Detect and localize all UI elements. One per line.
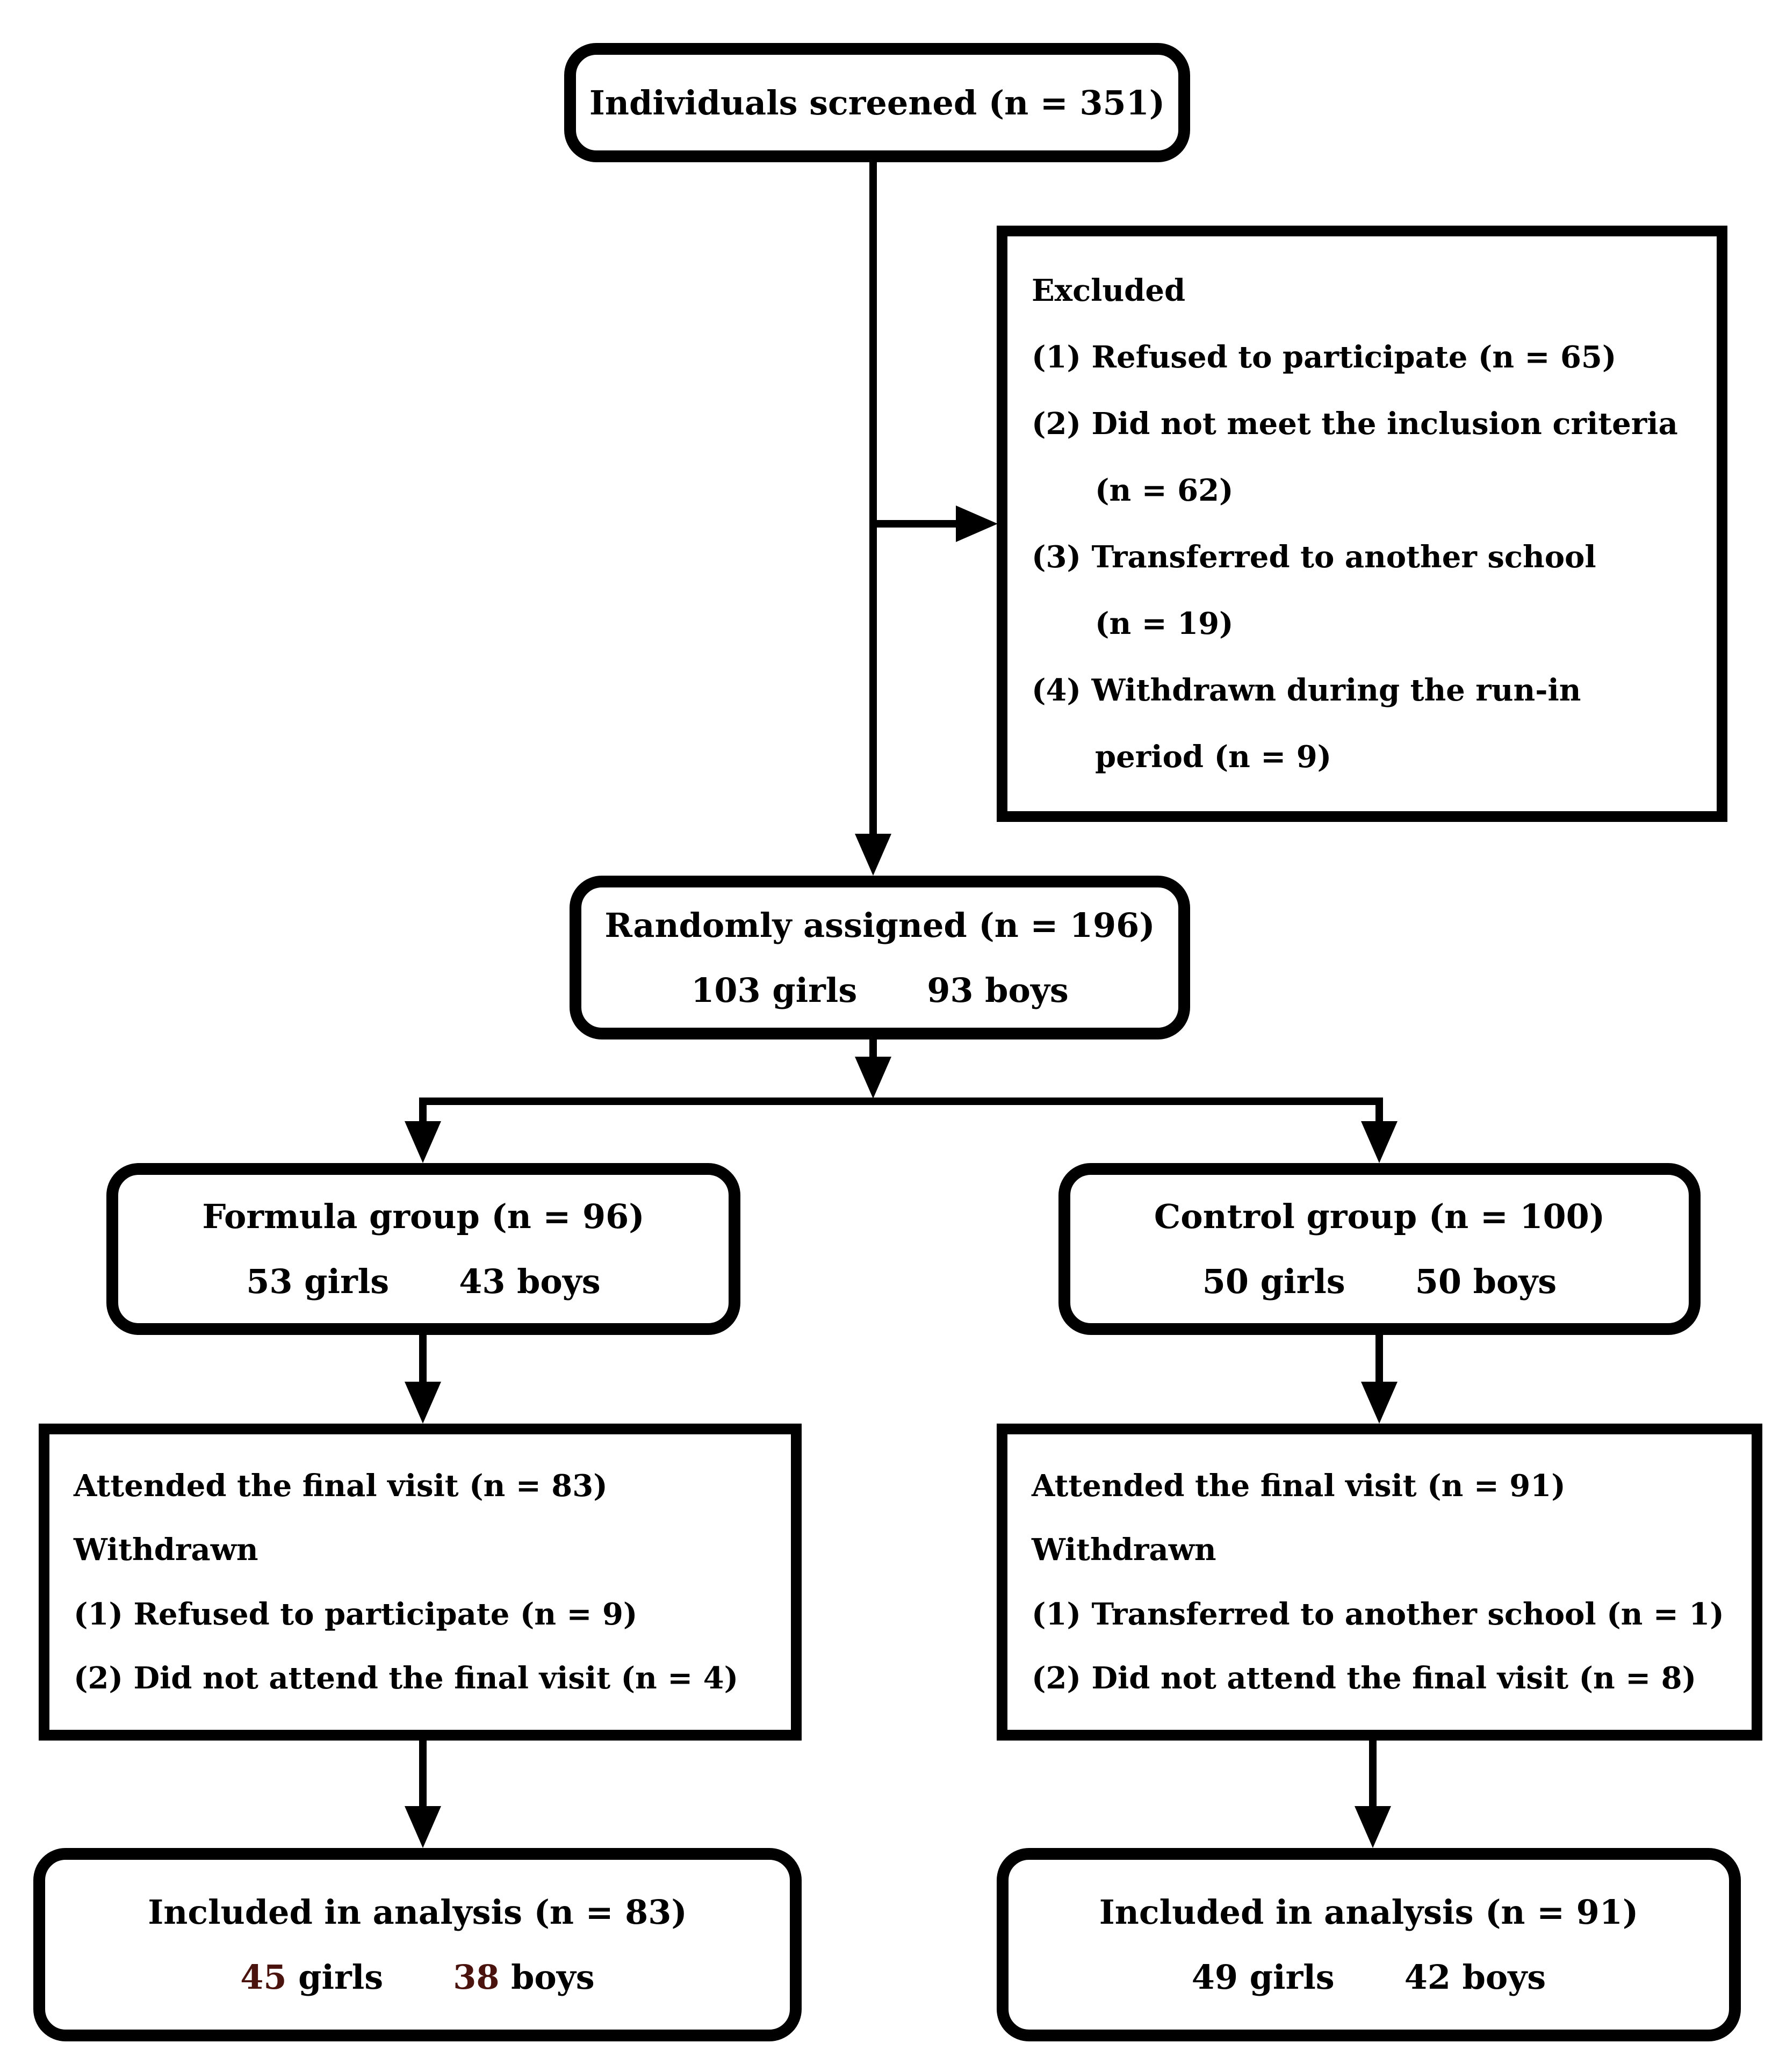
formula-group-label: Formula group (n = 96) [202, 1197, 645, 1236]
formula-analysis-box: Included in analysis (n = 83) 45 girls 3… [33, 1848, 802, 2041]
excluded-reason-3-count: (n = 19) [1095, 606, 1234, 641]
formula-withdrawn-reason-2: (2) Did not attend the final visit (n = … [74, 1660, 739, 1696]
control-withdrawn-reason-1: (1) Transferred to another school (n = 1… [1032, 1596, 1724, 1632]
formula-group-boys: 43 boys [459, 1262, 601, 1301]
control-group-counts: 50 girls 50 boys [1202, 1262, 1557, 1301]
randomized-boys: 93 boys [927, 970, 1069, 1010]
screened-box: Individuals screened (n = 351) [564, 43, 1190, 162]
formula-group-girls: 53 girls [246, 1262, 390, 1301]
formula-withdrawn-reason-1: (1) Refused to participate (n = 9) [74, 1596, 638, 1632]
split-bar [419, 1098, 1383, 1105]
arrowhead-to-excluded-icon [956, 506, 998, 542]
control-analysis-label: Included in analysis (n = 91) [1099, 1893, 1639, 1932]
connector-formula-followup [419, 1335, 427, 1386]
control-group-box: Control group (n = 100) 50 girls 50 boys [1058, 1163, 1701, 1335]
formula-analysis-boys-count: 38 [453, 1958, 500, 1997]
connector-control-followup [1375, 1335, 1383, 1386]
excluded-reason-3: (3) Transferred to another school [1032, 539, 1596, 575]
formula-analysis-girls-count: 45 [240, 1958, 287, 1997]
connector-split-formula [419, 1098, 427, 1124]
formula-analysis-girls: 45 girls [240, 1958, 383, 1997]
control-group-girls: 50 girls [1202, 1262, 1345, 1301]
randomized-girls: 103 girls [691, 970, 858, 1010]
excluded-box: Excluded (1) Refused to participate (n =… [997, 226, 1727, 822]
arrowhead-to-formula-icon [405, 1121, 441, 1163]
control-analysis-counts: 49 girls 42 boys [1192, 1958, 1546, 1997]
control-followup-box: Attended the final visit (n = 91) Withdr… [997, 1424, 1762, 1741]
formula-group-counts: 53 girls 43 boys [246, 1262, 600, 1301]
arrowhead-to-splitbar-icon [855, 1057, 891, 1099]
connector-randomized-split [869, 1037, 877, 1061]
control-analysis-boys: 42 boys [1404, 1958, 1546, 1997]
excluded-reason-2: (2) Did not meet the inclusion criteria [1032, 406, 1678, 442]
formula-group-box: Formula group (n = 96) 53 girls 43 boys [106, 1163, 740, 1335]
randomized-label: Randomly assigned (n = 196) [604, 905, 1155, 945]
excluded-reason-4: (4) Withdrawn during the run-in [1032, 673, 1581, 708]
screened-label: Individuals screened (n = 351) [589, 83, 1165, 122]
arrowhead-to-formula-analysis-icon [405, 1806, 441, 1848]
excluded-title: Excluded [1032, 273, 1186, 308]
arrowhead-to-formula-followup-icon [405, 1382, 441, 1424]
connector-screened-randomized [869, 160, 877, 837]
randomized-box: Randomly assigned (n = 196) 103 girls 93… [570, 876, 1190, 1039]
randomized-counts: 103 girls 93 boys [691, 971, 1069, 1010]
control-group-label: Control group (n = 100) [1154, 1197, 1605, 1236]
control-analysis-box: Included in analysis (n = 91) 49 girls 4… [997, 1848, 1741, 2041]
control-withdrawn-title: Withdrawn [1032, 1532, 1216, 1568]
formula-attended-line: Attended the final visit (n = 83) [74, 1468, 608, 1504]
formula-withdrawn-title: Withdrawn [74, 1532, 258, 1568]
formula-analysis-boys: 38 boys [453, 1958, 595, 1997]
excluded-reason-4-count: period (n = 9) [1095, 739, 1332, 775]
control-withdrawn-reason-2: (2) Did not attend the final visit (n = … [1032, 1660, 1697, 1696]
excluded-reason-2-count: (n = 62) [1095, 473, 1234, 508]
control-group-boys: 50 boys [1415, 1262, 1557, 1301]
control-attended-line: Attended the final visit (n = 91) [1032, 1468, 1566, 1504]
connector-to-excluded [869, 520, 961, 528]
arrowhead-to-control-analysis-icon [1355, 1806, 1391, 1848]
excluded-reason-1: (1) Refused to participate (n = 65) [1032, 340, 1617, 375]
formula-followup-box: Attended the final visit (n = 83) Withdr… [39, 1424, 802, 1741]
connector-formula-analysis [419, 1741, 427, 1810]
formula-analysis-counts: 45 girls 38 boys [240, 1958, 594, 1997]
control-analysis-girls: 49 girls [1191, 1958, 1335, 1997]
connector-split-control [1375, 1098, 1383, 1124]
arrowhead-to-randomized-icon [855, 834, 891, 876]
arrowhead-to-control-icon [1361, 1121, 1398, 1163]
formula-analysis-girls-word: girls [298, 1958, 384, 1997]
arrowhead-to-control-followup-icon [1361, 1382, 1398, 1424]
connector-control-analysis [1369, 1741, 1377, 1810]
formula-analysis-boys-word: boys [511, 1958, 595, 1997]
formula-analysis-label: Included in analysis (n = 83) [148, 1893, 687, 1932]
